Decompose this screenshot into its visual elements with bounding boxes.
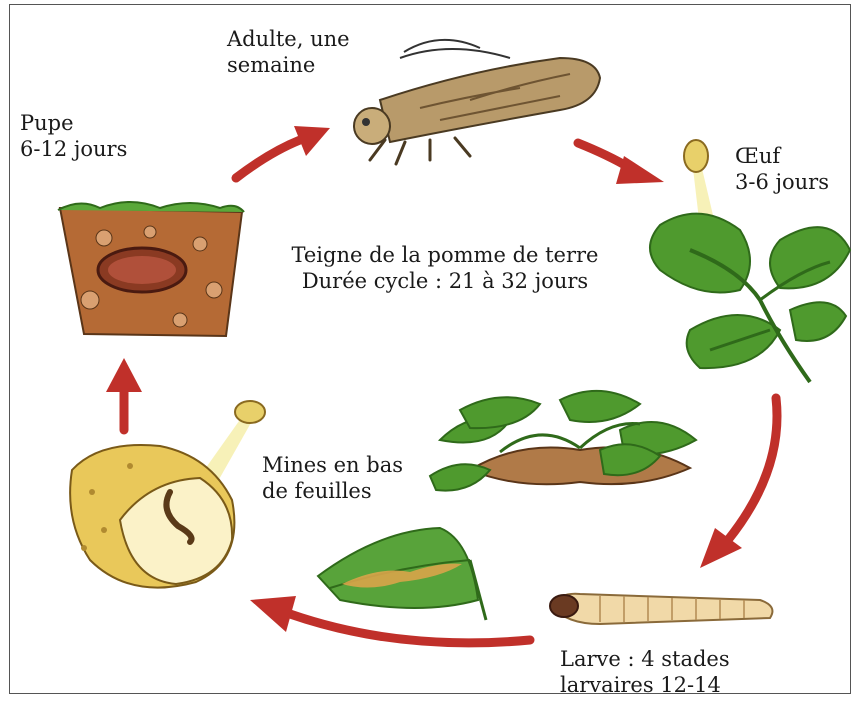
- egg-label-line1: Œuf: [735, 143, 829, 169]
- larva-icon: [550, 594, 772, 624]
- moth-icon: [354, 40, 600, 164]
- arrow-pupa-to-adult: [236, 126, 330, 178]
- cycle-title-block: Teigne de la pomme de terre Durée cycle …: [280, 242, 610, 294]
- mines-stage-label: Mines en bas de feuilles: [262, 452, 403, 504]
- cycle-duration: Durée cycle : 21 à 32 jours: [280, 268, 610, 294]
- arrow-egg-to-larva: [700, 398, 777, 568]
- mined-leaf-icon: [318, 528, 486, 620]
- pupa-stage-label: Pupe 6-12 jours: [20, 110, 127, 162]
- larva-label-line2: larvaires 12-14: [560, 672, 730, 698]
- cycle-title: Teigne de la pomme de terre: [280, 242, 610, 268]
- mines-label-line2: de feuilles: [262, 478, 403, 504]
- larva-label-line1: Larve : 4 stades: [560, 646, 730, 672]
- soil-pupa-icon: [58, 202, 244, 336]
- potato-tuber-icon: [70, 401, 265, 588]
- larva-stage-label: Larve : 4 stades larvaires 12-14: [560, 646, 730, 698]
- arrow-adult-to-egg: [578, 143, 664, 184]
- adult-label-line1: Adulte, une: [227, 26, 350, 52]
- mines-label-line1: Mines en bas: [262, 452, 403, 478]
- pupa-label-line2: 6-12 jours: [20, 136, 127, 162]
- pupa-label-line1: Pupe: [20, 110, 127, 136]
- egg-stage-label: Œuf 3-6 jours: [735, 143, 829, 195]
- arrow-tuber-to-pupa: [106, 358, 142, 430]
- adult-stage-label: Adulte, une semaine: [227, 26, 350, 78]
- egg-label-line2: 3-6 jours: [735, 169, 829, 195]
- adult-label-line2: semaine: [227, 52, 350, 78]
- potato-plant-icon: [430, 391, 696, 491]
